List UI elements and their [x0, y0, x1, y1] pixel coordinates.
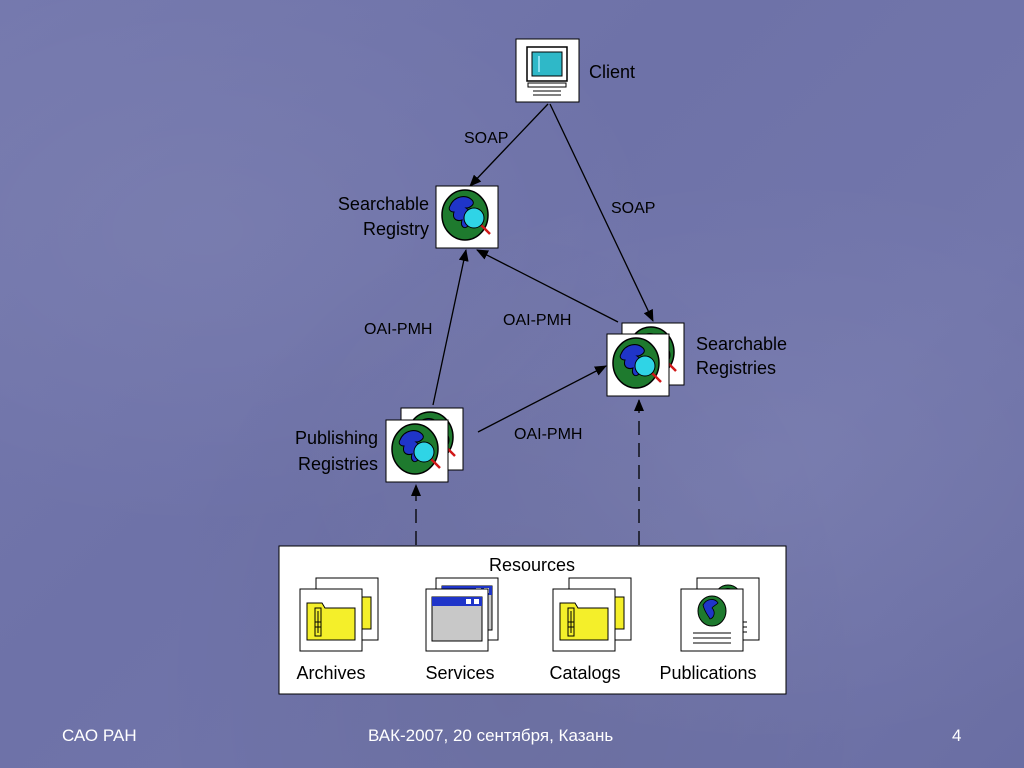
- edge-client-to-registries: [549, 103, 654, 322]
- searchable-registries-node: Searchable Registries: [605, 321, 787, 398]
- searchable-registries-label-line1: Searchable: [696, 334, 787, 354]
- publishing-registries-label-line1: Publishing: [295, 428, 378, 448]
- globe-search-icon: [434, 184, 500, 250]
- edge-label-registries-registry: OAI-PMH: [503, 312, 571, 329]
- footer-organization: САО РАН: [62, 726, 137, 745]
- page-number: 4: [952, 726, 962, 745]
- edges: [411, 103, 654, 545]
- window-icon: [425, 588, 489, 652]
- resource-label-services: Services: [425, 663, 494, 683]
- client-label: Client: [589, 62, 635, 82]
- resource-label-publications: Publications: [659, 663, 756, 683]
- resources-title: Resources: [489, 555, 575, 575]
- edge-client-to-registry: [469, 103, 549, 187]
- searchable-registry-label-line2: Registry: [363, 219, 429, 239]
- client-node: Client: [515, 38, 635, 103]
- resource-label-archives: Archives: [296, 663, 365, 683]
- edge-label-publishing-registry: OAI-PMH: [364, 321, 432, 338]
- resource-archives: Archives: [296, 577, 379, 683]
- resource-catalogs: Catalogs: [549, 577, 632, 683]
- edge-registries-to-registry: [476, 249, 619, 323]
- edge-label-publishing-registries: OAI-PMH: [514, 426, 582, 443]
- folder-icon: [552, 588, 616, 652]
- resource-services: Services: [425, 577, 499, 683]
- globe-search-icon: [605, 332, 671, 398]
- computer-terminal-icon: [515, 38, 580, 103]
- resource-publications: Publications: [659, 577, 760, 683]
- publishing-registries-label-line2: Registries: [298, 454, 378, 474]
- footer-event: ВАК-2007, 20 сентября, Казань: [368, 726, 614, 745]
- globe-document-icon: [680, 588, 744, 652]
- searchable-registries-label-line2: Registries: [696, 358, 776, 378]
- resource-label-catalogs: Catalogs: [549, 663, 620, 683]
- folder-icon: [299, 588, 363, 652]
- resources-box: Resources Archives Services Catalogs Pub…: [278, 545, 787, 695]
- searchable-registry-label-line1: Searchable: [338, 194, 429, 214]
- edge-label-client-registry: SOAP: [464, 130, 508, 147]
- searchable-registry-node: Searchable Registry: [338, 184, 500, 250]
- publishing-registries-node: Publishing Registries: [295, 406, 465, 484]
- edge-publishing-to-registries: [477, 365, 607, 433]
- edge-publishing-to-registry: [432, 249, 469, 406]
- edge-label-client-registries: SOAP: [611, 200, 655, 217]
- globe-search-icon: [384, 418, 450, 484]
